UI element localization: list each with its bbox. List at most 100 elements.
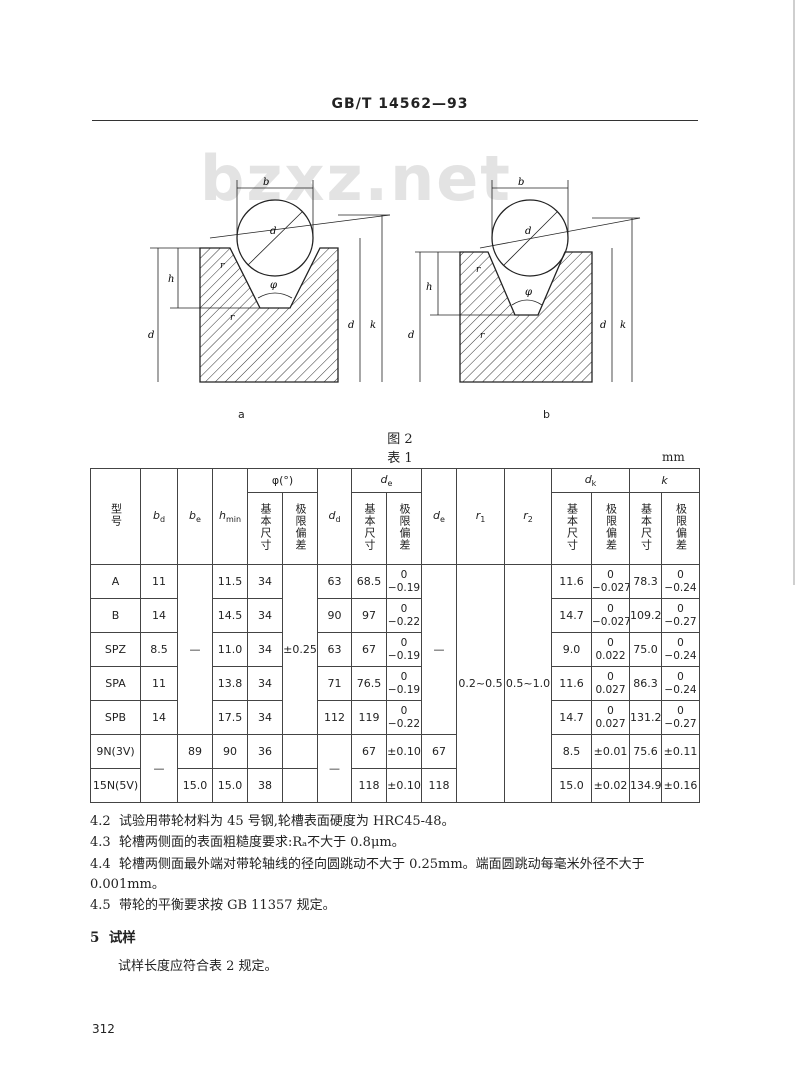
- cell-k-dev: 0−0.24: [661, 564, 700, 599]
- cell-dk-dev: ±0.01: [591, 734, 630, 769]
- cell-bd: 11: [140, 666, 178, 701]
- cell-dk: 14.7: [551, 700, 592, 735]
- label-k-b: k: [620, 320, 626, 331]
- cell-be: 15.0: [177, 768, 213, 803]
- cell-de-dev: ±0.10: [386, 768, 422, 803]
- label-k-a: k: [370, 320, 376, 331]
- label-h-a: h: [168, 274, 174, 285]
- cell-de: 97: [351, 598, 387, 633]
- cell-dr: 118: [421, 768, 457, 803]
- cell-k-dev: 0−0.24: [661, 666, 700, 701]
- cell-phi: 34: [247, 666, 283, 701]
- cell-k: 109.2: [629, 598, 662, 633]
- col-dk-header: dk: [551, 468, 630, 493]
- cell-de: 67: [351, 632, 387, 667]
- label-dk-a: d: [148, 330, 154, 341]
- phi-basic-header: 基本尺寸: [247, 492, 283, 565]
- label-bd-a: b: [263, 177, 269, 188]
- cell-hmin: 17.5: [212, 700, 248, 735]
- table-title: 表 1: [387, 451, 413, 466]
- cell-bd: 11: [140, 564, 178, 599]
- cell-k-dev: 0−0.27: [661, 700, 700, 735]
- table-row: 9N(3V) — 89 90 36 — 67 ±0.10 67 8.5 ±0.0…: [90, 734, 700, 803]
- cell-dk: 8.5: [551, 734, 592, 769]
- cell-k: 75.6: [629, 734, 662, 769]
- cell-k-dev: 0−0.27: [661, 598, 700, 633]
- label-dd-b: d: [600, 320, 606, 331]
- col-r2-header: r2: [504, 468, 552, 565]
- col-be-header: be: [177, 468, 213, 565]
- figure-b-drawing: b d h d d k r r φ: [408, 177, 641, 383]
- cell-bd-merged: —: [140, 734, 178, 803]
- label-h-b: h: [426, 282, 432, 293]
- section-5-text: 试样长度应符合表 2 规定。: [118, 959, 278, 974]
- cell-phi: 36: [247, 734, 283, 769]
- cell-model: A: [90, 564, 141, 599]
- cell-k: 131.2: [629, 700, 662, 735]
- paragraph-4-4-cont: 0.001mm。: [90, 877, 165, 892]
- label-de-b: d: [525, 226, 531, 237]
- cell-be: 89: [177, 734, 213, 769]
- label-phi-a: φ: [270, 280, 277, 291]
- cell-dk: 9.0: [551, 632, 592, 667]
- label-de-a: d: [270, 226, 276, 237]
- table-row: A 11 — 11.5 34 ±0.25 63 68.5 0−0.19 — 0.…: [90, 564, 700, 803]
- cell-k: 86.3: [629, 666, 662, 701]
- standard-header: GB/T 14562—93: [331, 96, 469, 112]
- cell-dd: 63: [317, 632, 352, 667]
- cell-k-dev: ±0.11: [661, 734, 700, 769]
- cell-de: 76.5: [351, 666, 387, 701]
- subfigure-b-label: b: [543, 408, 550, 421]
- cell-bd: 8.5: [140, 632, 178, 667]
- label-r2-b: r: [480, 331, 485, 341]
- label-bd-b: b: [518, 177, 524, 188]
- label-r1-a: r: [220, 261, 225, 271]
- label-dk-b: d: [408, 330, 414, 341]
- dk-basic-header: 基本尺寸: [551, 492, 592, 565]
- cell-de: 68.5: [351, 564, 387, 599]
- cell-hmin: 11.0: [212, 632, 248, 667]
- cell-dk: 14.7: [551, 598, 592, 633]
- cell-k: 78.3: [629, 564, 662, 599]
- cell-model: B: [90, 598, 141, 633]
- label-dd-a: d: [348, 320, 354, 331]
- k-basic-header: 基本尺寸: [629, 492, 662, 565]
- cell-dd: 112: [317, 700, 352, 735]
- col-hmin-header: hmin: [212, 468, 248, 565]
- cell-dk-dev: 0−0.027: [591, 598, 630, 633]
- cell-model: 9N(3V): [90, 734, 141, 769]
- cell-phi-dev-empty: [282, 768, 318, 803]
- cell-phi: 34: [247, 598, 283, 633]
- k-dev-header: 极限偏差: [661, 492, 700, 565]
- table-unit: mm: [662, 450, 685, 464]
- cell-be-merged: —: [177, 564, 213, 735]
- label-phi-b: φ: [525, 287, 532, 298]
- col-bd-header: bd: [140, 468, 178, 565]
- cell-de-dev: 0−0.22: [386, 700, 422, 735]
- cell-de-dev: 0−0.19: [386, 666, 422, 701]
- paragraph-4-2: 4.2 试验用带轮材料为 45 号钢,轮槽表面硬度为 HRC45-48。: [90, 814, 455, 829]
- cell-de: 67: [351, 734, 387, 769]
- watermark: bzxz.net: [200, 142, 512, 215]
- cell-k-dev: ±0.16: [661, 768, 700, 803]
- cell-phi: 34: [247, 700, 283, 735]
- cell-de-dev: 0−0.22: [386, 598, 422, 633]
- cell-k: 75.0: [629, 632, 662, 667]
- cell-model: 15N(5V): [90, 768, 141, 803]
- cell-phi: 38: [247, 768, 283, 803]
- groove-figure: b d h d d k r r φ b d h d d k r r φ: [148, 177, 641, 383]
- col-phi-header: φ(°): [247, 468, 318, 493]
- cell-dk-dev: ±0.02: [591, 768, 630, 803]
- dk-dev-header: 极限偏差: [591, 492, 630, 565]
- header-rule: [92, 120, 698, 121]
- cell-dk-dev: 0−0.027: [591, 564, 630, 599]
- page-edge-line: [793, 0, 795, 585]
- col-r1-header: r1: [456, 468, 505, 565]
- cell-k-dev: 0−0.24: [661, 632, 700, 667]
- cell-dd: 71: [317, 666, 352, 701]
- col-dr-header: de: [421, 468, 457, 565]
- col-k-header: k: [629, 468, 700, 493]
